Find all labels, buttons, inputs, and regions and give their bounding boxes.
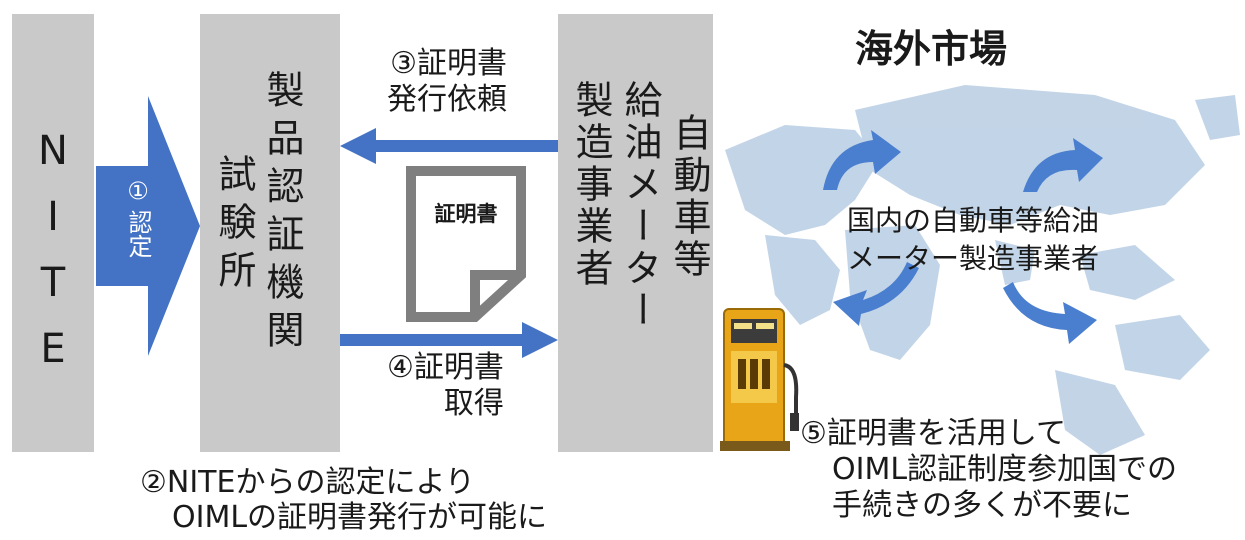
world-map-graphic xyxy=(725,85,1240,455)
domestic-label-line1: 国内の自動車等給油 xyxy=(846,204,1099,237)
accreditation-word: 認定 xyxy=(124,210,152,258)
flow-arrows xyxy=(340,128,558,358)
nite-box xyxy=(12,14,94,452)
certification-body-label: 製品認証機関 xyxy=(260,70,304,358)
certificate-title: 証明書 xyxy=(434,202,498,226)
obtain-label-line2: 取得 xyxy=(443,386,504,421)
nite-accreditation-note: ②NITEからの認定により OIMLの証明書発行が可能に xyxy=(140,465,548,535)
nite-note-line1: ②NITEからの認定により xyxy=(140,465,475,500)
overseas-market-title: 海外市場 xyxy=(855,27,1008,71)
request-label: ③証明書 発行依頼 xyxy=(387,46,507,118)
request-label-line1: ③証明書 xyxy=(390,46,507,81)
domestic-manufacturer-label: 国内の自動車等給油 メーター製造事業者 xyxy=(838,202,1108,278)
manufacturer-label-col2: 給油メーター xyxy=(618,80,662,332)
benefit-note-line3: 手続きの多くが不要に xyxy=(832,488,1132,523)
domestic-label-line2: メーター製造事業者 xyxy=(846,241,1099,275)
test-lab-label: 試験所 xyxy=(212,154,256,298)
manufacturer-label-col3: 製造事業者 xyxy=(569,80,613,290)
manufacturer-box xyxy=(558,14,713,452)
request-arrow xyxy=(340,128,558,164)
nite-label: NITE xyxy=(30,128,76,392)
accreditation-chevron-arrow xyxy=(96,96,200,356)
obtain-label: ④証明書 取得 xyxy=(387,350,504,422)
certification-body-box xyxy=(200,14,340,452)
fuel-pump-icon xyxy=(720,308,799,451)
obtain-label-line1: ④証明書 xyxy=(387,350,504,385)
certificate-benefit-note: ⑤証明書を活用して OIML認証制度参加国での 手続きの多くが不要に xyxy=(800,416,1177,524)
accreditation-label: ① 認定 xyxy=(108,176,168,258)
benefit-note-line2: OIML認証制度参加国での xyxy=(832,452,1178,487)
nite-note-line2: OIMLの証明書発行が可能に xyxy=(172,499,548,535)
manufacturer-label-col1: 自動車等 xyxy=(667,113,711,281)
request-label-line2: 発行依頼 xyxy=(387,82,507,117)
certificate-document-icon xyxy=(406,166,526,322)
accreditation-number: ① xyxy=(127,177,149,205)
obtain-arrow xyxy=(340,322,558,358)
benefit-note-line1: ⑤証明書を活用して xyxy=(800,416,1066,451)
